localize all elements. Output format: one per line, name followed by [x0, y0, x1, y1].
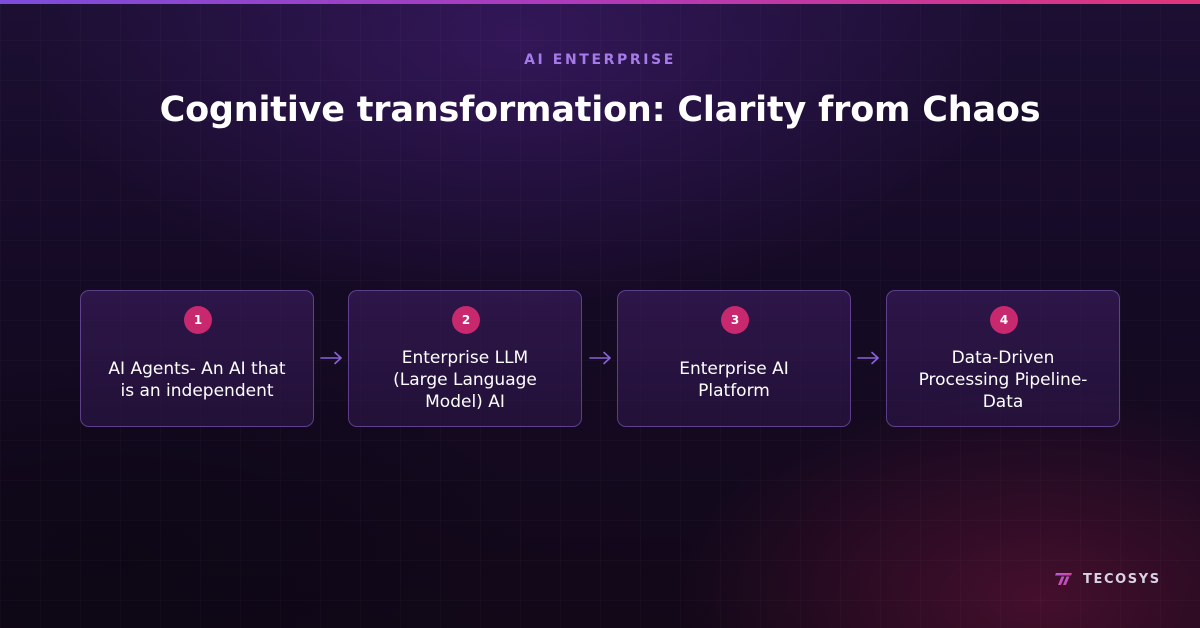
- step-label-line: Enterprise LLM: [401, 348, 529, 368]
- step-label: AI Agents- An AI that is an independent: [93, 346, 301, 414]
- brand-slash-mark-icon: [1055, 573, 1072, 585]
- step-number-badge: 4: [990, 306, 1018, 334]
- step-label: Enterprise LLM (Large Language Model) AI: [361, 346, 569, 414]
- step-card-3: 3 Enterprise AI Platform: [617, 290, 851, 427]
- step-card-1: 1 AI Agents- An AI that is an independen…: [80, 290, 314, 427]
- step-label-line: AI Agents- An AI that: [108, 359, 286, 379]
- eyebrow-label: AI ENTERPRISE: [524, 52, 676, 68]
- step-label-line: Model) AI: [425, 392, 505, 412]
- step-card-4: 4 Data-Driven Processing Pipeline- Data: [886, 290, 1120, 427]
- step-label: Data-Driven Processing Pipeline- Data: [899, 346, 1107, 414]
- step-label-line: Platform: [698, 381, 770, 401]
- brand-name: TECOSYS: [1083, 571, 1161, 587]
- arrow-right-icon: [857, 351, 879, 365]
- arrow-right-icon: [589, 351, 611, 365]
- step-label-line: Processing Pipeline-: [918, 370, 1088, 390]
- step-number-badge: 3: [721, 306, 749, 334]
- step-label-line: Data-Driven: [951, 348, 1055, 368]
- step-card-2: 2 Enterprise LLM (Large Language Model) …: [348, 290, 582, 427]
- step-label-line: Data: [982, 392, 1024, 412]
- step-label-line: is an independent: [120, 381, 274, 401]
- step-label: Enterprise AI Platform: [630, 346, 838, 414]
- step-label-line: (Large Language: [393, 370, 537, 390]
- brand-logo: TECOSYS: [1055, 569, 1161, 589]
- page-title: Cognitive transformation: Clarity from C…: [159, 90, 1041, 130]
- accent-top-bar: [0, 0, 1200, 4]
- step-label-line: Enterprise AI: [679, 359, 789, 379]
- arrow-right-icon: [320, 351, 342, 365]
- step-number-badge: 1: [184, 306, 212, 334]
- step-number-badge: 2: [452, 306, 480, 334]
